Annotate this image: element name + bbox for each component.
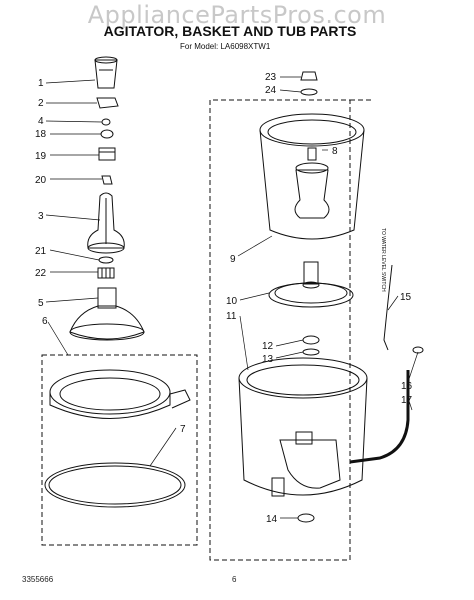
part-basket-nut xyxy=(300,71,318,81)
part-ring-21 xyxy=(98,256,114,264)
tub-ring-group-box xyxy=(41,354,198,546)
part-small-ring xyxy=(101,118,111,126)
part-clip xyxy=(101,175,113,185)
part-tub-bolt xyxy=(297,513,315,523)
callout-12: 12 xyxy=(262,341,274,352)
page-title: AGITATOR, BASKET AND TUB PARTS xyxy=(103,23,357,39)
callout-8: 8 xyxy=(332,146,338,157)
callout-21: 21 xyxy=(35,246,47,257)
page-number: 6 xyxy=(232,575,237,584)
callout-24: 24 xyxy=(265,85,277,96)
part-drain-hose xyxy=(349,370,410,464)
water-level-note: TO WATER LEVEL SWITCH xyxy=(380,228,386,292)
part-agitator-dog xyxy=(98,147,116,161)
part-tub-gasket xyxy=(44,462,186,508)
callout-16: 16 xyxy=(401,381,413,392)
part-washer xyxy=(100,129,114,139)
callout-10: 10 xyxy=(226,296,238,307)
callout-22: 22 xyxy=(35,268,47,279)
callout-18: 18 xyxy=(35,129,47,140)
callout-20: 20 xyxy=(35,175,47,186)
part-tub-ring xyxy=(49,369,191,419)
callout-19: 19 xyxy=(35,151,47,162)
callout-6: 6 xyxy=(42,316,48,327)
left-leader-lines xyxy=(45,79,177,467)
callout-11: 11 xyxy=(226,311,237,322)
right-leader-lines xyxy=(237,76,419,519)
callout-1: 1 xyxy=(38,78,44,89)
part-basket-washer xyxy=(300,88,318,96)
part-agitator-cap xyxy=(94,56,118,89)
callout-2: 2 xyxy=(38,98,44,109)
part-outer-tub xyxy=(238,357,368,497)
part-drive-hub xyxy=(268,261,354,308)
callout-14: 14 xyxy=(266,514,278,525)
callout-3: 3 xyxy=(38,211,44,222)
part-seal xyxy=(96,97,119,109)
callout-7: 7 xyxy=(180,424,186,435)
callout-4: 4 xyxy=(38,116,44,127)
callout-15: 15 xyxy=(400,292,412,303)
part-tub-nut xyxy=(302,335,320,345)
callout-9: 9 xyxy=(230,254,236,265)
callout-23: 23 xyxy=(265,72,277,83)
part-coupling xyxy=(97,267,115,279)
document-number: 3355666 xyxy=(22,575,54,584)
part-pressure-hose xyxy=(383,264,393,351)
part-tub-seal xyxy=(302,348,320,356)
tub-assembly-outline xyxy=(209,99,372,561)
part-wash-basket xyxy=(259,113,365,240)
callout-17: 17 xyxy=(401,395,413,406)
part-agitator-base xyxy=(69,287,145,341)
callout-5: 5 xyxy=(38,298,44,309)
model-subtitle: For Model: LA6098XTW1 xyxy=(180,42,271,51)
part-agitator-body xyxy=(87,192,125,254)
callout-13: 13 xyxy=(262,354,274,365)
